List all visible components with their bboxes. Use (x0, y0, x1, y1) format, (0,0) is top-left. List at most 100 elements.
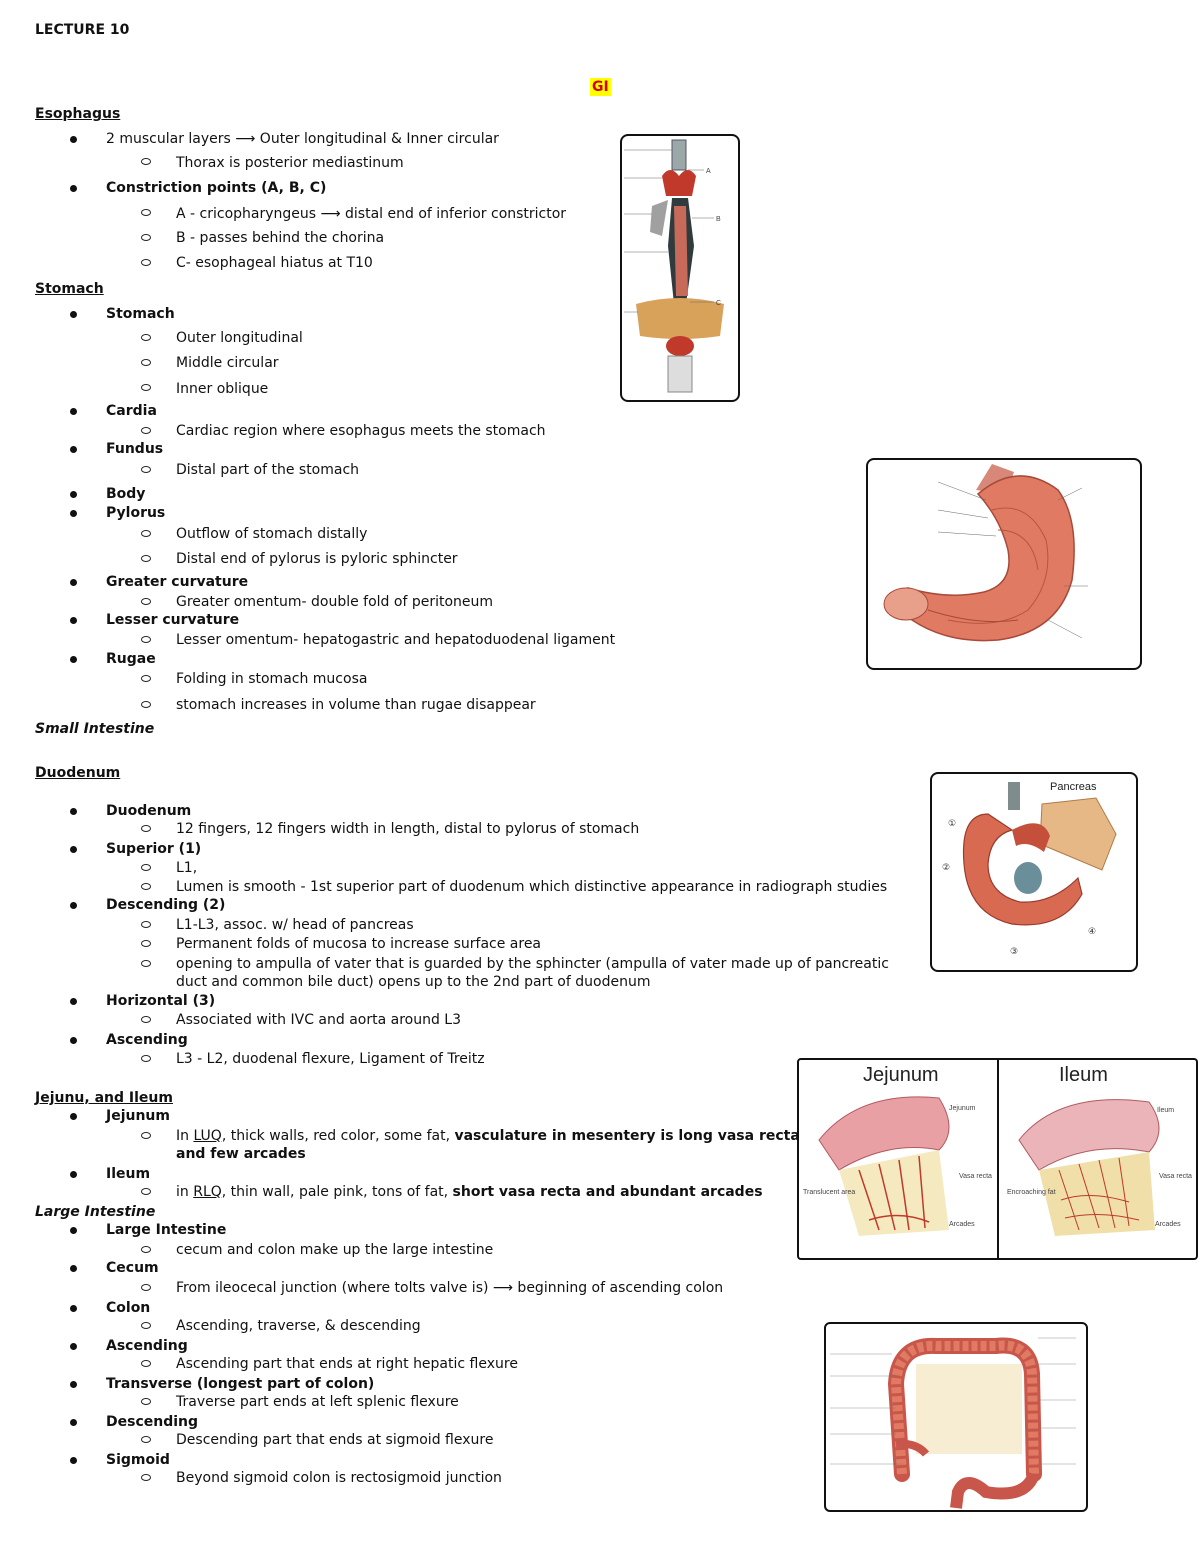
figure-marker: ③ (1010, 947, 1018, 957)
list-item: Stomach (106, 306, 175, 322)
figure-label: Encroaching fat (1007, 1189, 1056, 1196)
sub-bullet (141, 1360, 151, 1367)
sub-bullet (141, 1188, 151, 1195)
figure-label: Jejunum (949, 1105, 976, 1112)
sub-bullet (141, 1322, 151, 1329)
list-item: Duodenum (106, 803, 192, 819)
list-item: Traverse part ends at left splenic flexu… (176, 1394, 459, 1410)
list-item: Constriction points (A, B, C) (106, 180, 327, 196)
topic-highlight: GI (590, 78, 611, 96)
list-item: Ascending part that ends at right hepati… (176, 1356, 518, 1372)
list-item: C- esophageal hiatus at T10 (176, 255, 373, 271)
sub-bullet (141, 636, 151, 643)
section-heading-large-intestine: Large Intestine (35, 1204, 156, 1220)
section-heading-jejunum-ileum: Jejunu, and Ileum (35, 1090, 173, 1106)
bullet (70, 1227, 77, 1234)
bullet (70, 1419, 77, 1426)
sub-bullet (141, 825, 151, 832)
sub-bullet (141, 259, 151, 266)
duodenum-illustration: Pancreas ① ② ③ ④ (942, 781, 1117, 957)
sub-bullet (141, 427, 151, 434)
list-item: Descending (2) (106, 897, 226, 913)
list-item: Superior (1) (106, 841, 202, 857)
bullet (70, 1343, 77, 1350)
sub-bullet (141, 555, 151, 562)
sub-bullet (141, 384, 151, 391)
sub-bullet (141, 1436, 151, 1443)
list-item: Distal part of the stomach (176, 462, 360, 478)
bullet (70, 1265, 77, 1272)
list-item: cecum and colon make up the large intest… (176, 1242, 494, 1258)
esophagus-figure: A B C (620, 134, 740, 402)
bullet (70, 1457, 77, 1464)
sub-bullet (141, 1398, 151, 1405)
list-item: Body (106, 486, 146, 502)
list-item: B - passes behind the chorina (176, 230, 385, 246)
list-item: Sigmoid (106, 1452, 170, 1468)
list-item: Lesser omentum- hepatogastric and hepato… (176, 632, 616, 648)
sub-bullet (141, 1246, 151, 1253)
bullet (70, 1171, 77, 1178)
figure-marker: ② (942, 863, 950, 873)
text-run: RLQ (193, 1184, 222, 1200)
sub-bullet (141, 675, 151, 682)
bullet (70, 510, 77, 517)
bullet (70, 1113, 77, 1120)
bullet (70, 408, 77, 415)
figure-label: Ileum (1157, 1107, 1174, 1114)
bullet (70, 1305, 77, 1312)
bullet (70, 998, 77, 1005)
text-run: in (176, 1184, 194, 1200)
figure-label: A (706, 168, 711, 175)
large-intestine-figure (824, 1322, 1088, 1512)
list-item: Permanent folds of mucosa to increase su… (176, 936, 542, 952)
list-item: Large Intestine (106, 1222, 227, 1238)
text-run: In (176, 1128, 194, 1144)
sub-bullet (141, 921, 151, 928)
stomach-illustration (883, 464, 1088, 642)
list-item: L1, (176, 860, 198, 876)
section-heading-stomach: Stomach (35, 281, 104, 297)
text-run: , thin wall, pale pink, tons of fat, (221, 1184, 453, 1200)
list-item: stomach increases in volume than rugae d… (176, 697, 536, 713)
figure-caption-ileum: Ileum (1059, 1064, 1108, 1086)
list-item: duct and common bile duct) opens up to t… (176, 974, 651, 990)
list-item: Greater curvature (106, 574, 249, 590)
figure-label: Vasa recta (959, 1173, 992, 1180)
bullet (70, 491, 77, 498)
section-heading-duodenum: Duodenum (35, 765, 121, 781)
bullet (70, 902, 77, 909)
bullet (70, 136, 77, 143)
list-item: Folding in stomach mucosa (176, 671, 368, 687)
list-item: Outflow of stomach distally (176, 526, 368, 542)
list-item: Lumen is smooth - 1st superior part of d… (176, 879, 888, 895)
list-item: 12 fingers, 12 fingers width in length, … (176, 821, 640, 837)
list-item: Transverse (longest part of colon) (106, 1376, 375, 1392)
list-item: Greater omentum- double fold of peritone… (176, 594, 494, 610)
sub-bullet (141, 864, 151, 871)
sub-bullet (141, 530, 151, 537)
list-item: Lesser curvature (106, 612, 240, 628)
figure-divider (997, 1060, 999, 1258)
list-item: Associated with IVC and aorta around L3 (176, 1012, 462, 1028)
list-item: Rugae (106, 651, 156, 667)
sub-bullet (141, 883, 151, 890)
bullet (70, 808, 77, 815)
list-item: Colon (106, 1300, 151, 1316)
list-item: Jejunum (106, 1108, 170, 1124)
figure-label: C (716, 300, 721, 307)
sub-bullet (141, 960, 151, 967)
bullet (70, 1037, 77, 1044)
list-item: in RLQ, thin wall, pale pink, tons of fa… (176, 1183, 763, 1201)
bullet (70, 185, 77, 192)
list-item: Ascending, traverse, & descending (176, 1318, 421, 1334)
text-run: LUQ (193, 1128, 222, 1144)
figure-label: Translucent area (803, 1189, 855, 1196)
list-item: Distal end of pylorus is pyloric sphinct… (176, 551, 458, 567)
list-item: 2 muscular layers ⟶ Outer longitudinal &… (106, 131, 499, 147)
esophagus-illustration: A B C (624, 139, 724, 393)
list-item: Ileum (106, 1166, 151, 1182)
sub-bullet (141, 940, 151, 947)
list-item: Descending (106, 1414, 199, 1430)
section-heading-small-intestine: Small Intestine (35, 721, 155, 737)
